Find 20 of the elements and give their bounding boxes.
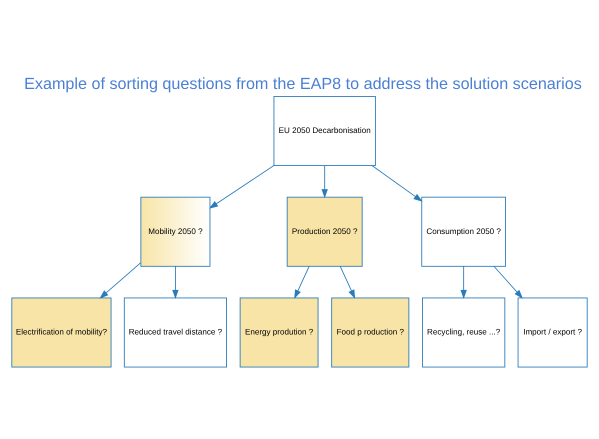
node-box: Food p roduction ? [331, 297, 410, 367]
diagram-title: Example of sorting questions from the EAP8 to address the solution scenarios [24, 74, 582, 92]
arrow [321, 164, 328, 198]
node-box: Reduced travel distance ? [124, 297, 227, 367]
arrow [460, 265, 467, 299]
arrow [372, 164, 423, 202]
node-box: Recycling, reuse ...? [422, 297, 506, 367]
node-box: EU 2050 Decarbonisation [274, 96, 376, 166]
arrow [340, 265, 356, 298]
node-box: Electrification of mobility? [11, 297, 112, 367]
node-box: Energy prodution ? [240, 297, 318, 367]
node-box: Consumption 2050 ? [421, 196, 506, 266]
node-box: Import / export ? [518, 297, 588, 367]
node-box: Production 2050 ? [286, 196, 363, 266]
node-box: Mobility 2050 ? [140, 196, 210, 266]
arrow [208, 164, 274, 208]
arrow [172, 265, 179, 299]
arrow [99, 262, 142, 298]
arrow [294, 265, 310, 298]
arrow [494, 265, 523, 298]
